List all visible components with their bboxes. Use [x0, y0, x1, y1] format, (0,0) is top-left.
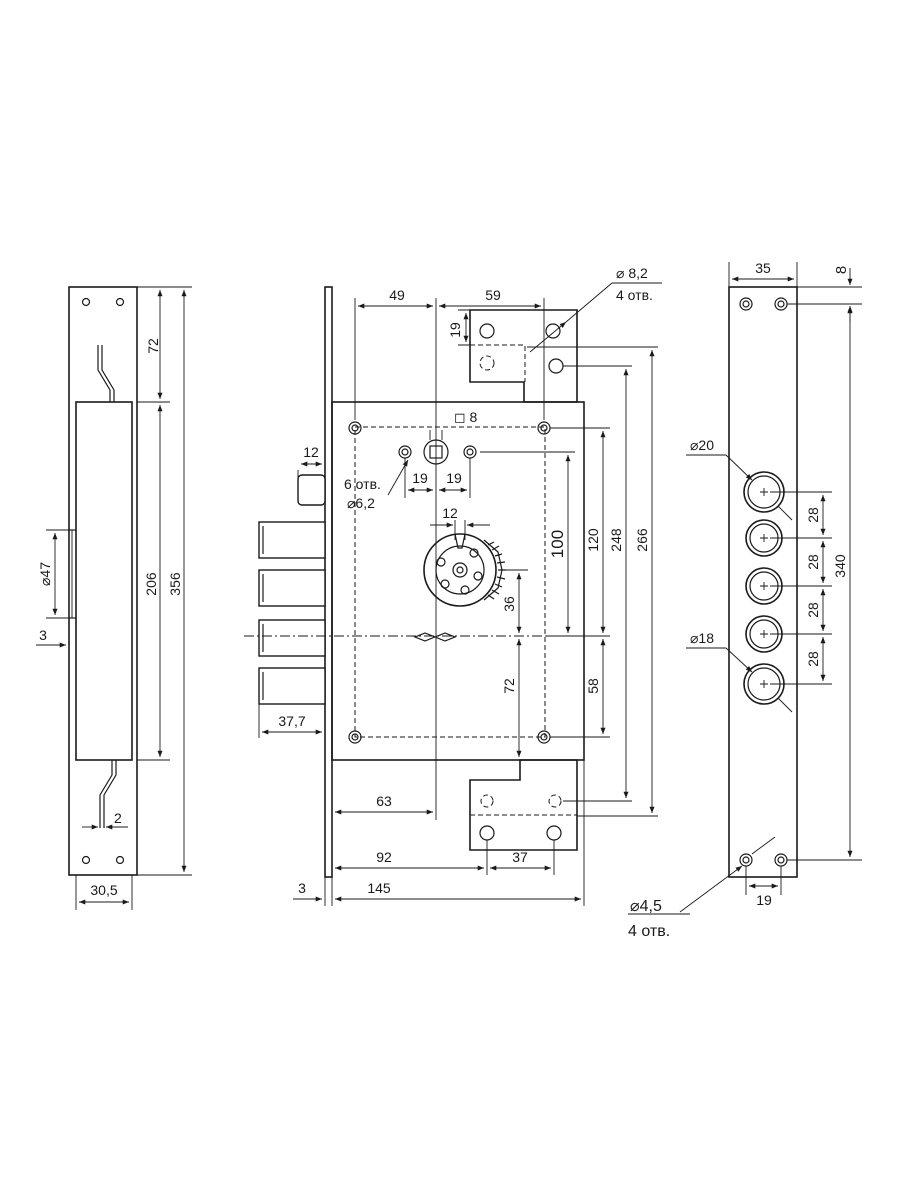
dim-w145: 145 — [367, 880, 391, 896]
dim-h206: 206 — [143, 572, 159, 596]
label-holes4-bottom: 4 отв. — [628, 923, 670, 940]
strike-holes — [743, 471, 785, 705]
dim-t3: 3 — [39, 627, 47, 643]
dim-w19b: 19 — [446, 470, 462, 486]
dim-d6-2: ⌀6,2 — [347, 495, 375, 511]
label-holes6: 6 отв. — [344, 476, 381, 492]
keyhole — [413, 632, 457, 642]
dim-h72-front: 72 — [501, 678, 517, 694]
bolts — [258, 474, 326, 705]
dim-d8-2: ⌀ 8,2 — [616, 265, 648, 281]
dim-sq8: ◻ 8 — [454, 409, 478, 425]
dim-d18: ⌀18 — [690, 630, 714, 646]
screw-hole — [115, 297, 125, 307]
side-lock-body — [75, 401, 133, 761]
side-view: 72 206 356 ⌀47 3 2 30,5 — [36, 286, 192, 910]
plate-view: 35 8 340 28 28 28 28 — [628, 260, 862, 940]
dim-w59: 59 — [485, 287, 501, 303]
strike-plate — [728, 286, 798, 878]
dim-h120: 120 — [585, 528, 601, 552]
dim-h72: 72 — [145, 338, 161, 354]
dim-h100: 100 — [548, 530, 567, 558]
dim-w12-cyl: 12 — [442, 505, 458, 521]
dim-d20: ⌀20 — [690, 437, 714, 453]
label-holes4-top: 4 отв. — [616, 287, 653, 303]
dim-p28a: 28 — [805, 507, 821, 523]
dim-h19: 19 — [447, 322, 463, 338]
dim-h36: 36 — [501, 596, 517, 612]
bolt-pattern — [354, 426, 546, 738]
front-view: 49 59 19 ◻ 8 12 6 отв. ⌀6,2 19 — [244, 265, 662, 906]
front-faceplate — [324, 286, 333, 878]
dim-w3: 3 — [298, 880, 306, 896]
dim-w49: 49 — [389, 287, 405, 303]
lock-body — [331, 401, 585, 761]
dim-h8: 8 — [833, 266, 850, 274]
upper-rod — [97, 345, 111, 402]
dim-d4-5: ⌀4,5 — [630, 898, 662, 915]
screw-hole — [115, 855, 125, 865]
dim-p28c: 28 — [805, 602, 821, 618]
lower-lug — [469, 759, 578, 851]
lower-rod — [99, 760, 113, 828]
screw-hole — [81, 855, 91, 865]
dim-w37: 37 — [512, 849, 528, 865]
dim-d47: ⌀47 — [37, 562, 53, 586]
screw-hole — [81, 297, 91, 307]
dim-w37-7: 37,7 — [278, 713, 305, 729]
dim-h356: 356 — [167, 572, 183, 596]
dim-w30-5: 30,5 — [90, 882, 117, 898]
dim-h266: 266 — [634, 528, 650, 552]
dim-w2: 2 — [114, 810, 122, 826]
dim-h248: 248 — [608, 528, 624, 552]
dim-w19a: 19 — [412, 470, 428, 486]
dim-w35: 35 — [755, 260, 771, 276]
dim-w63: 63 — [376, 793, 392, 809]
dim-w12-top: 12 — [303, 444, 319, 460]
dim-w92: 92 — [376, 849, 392, 865]
side-faceplate-outline — [68, 286, 138, 876]
dim-p28b: 28 — [805, 554, 821, 570]
dim-h58: 58 — [585, 678, 601, 694]
dim-w19-plate: 19 — [756, 892, 772, 908]
dim-h340: 340 — [832, 554, 848, 578]
dim-p28d: 28 — [805, 651, 821, 667]
